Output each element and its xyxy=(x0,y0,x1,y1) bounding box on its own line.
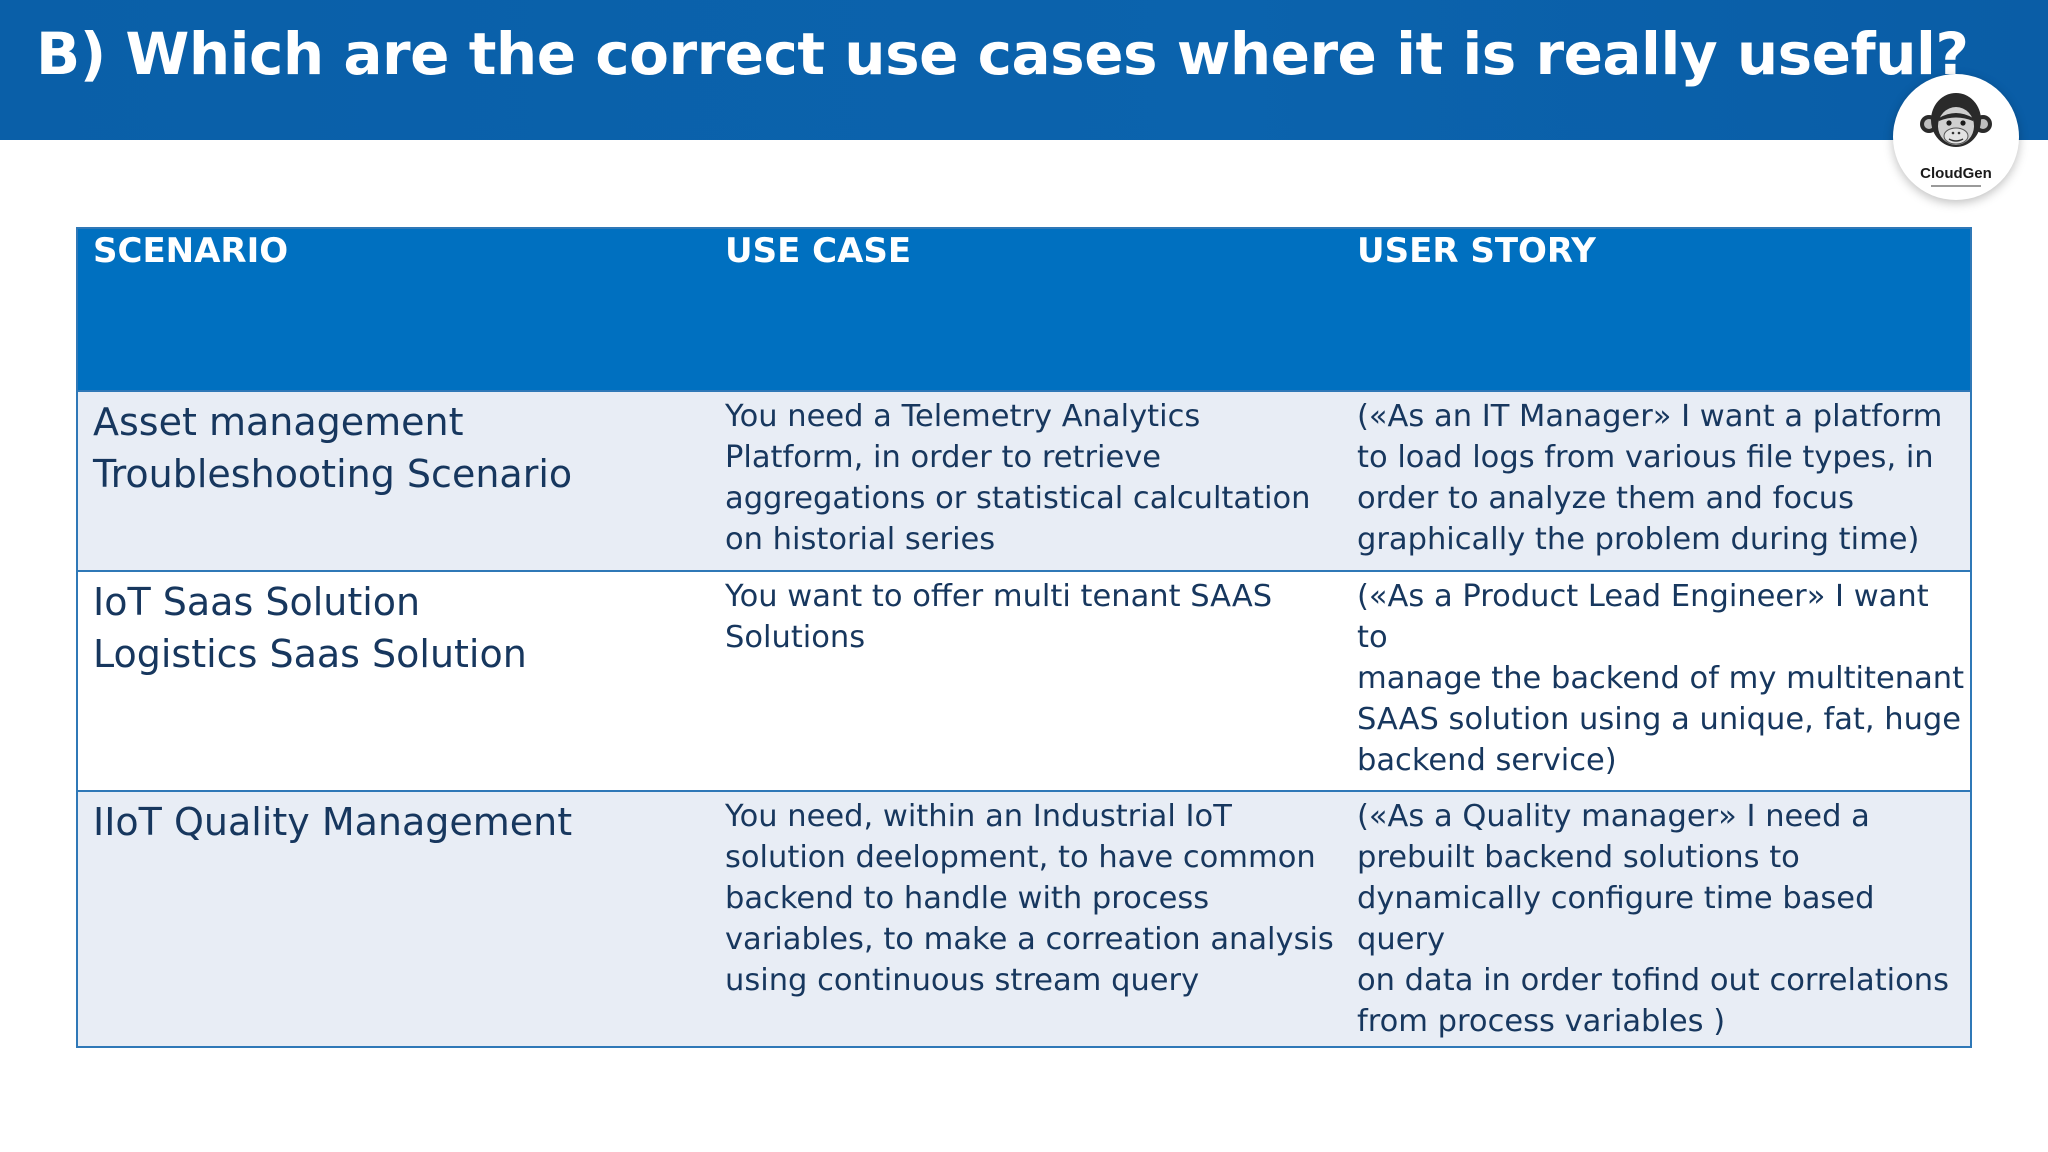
user-story-cell: («As a Quality manager» I need a prebuil… xyxy=(1357,799,1950,1039)
chimpanzee-icon xyxy=(1920,93,1992,187)
user-story-cell: («As an IT Manager» I want a platform to… xyxy=(1357,399,1943,557)
use-case-cell: You need, within an Industrial IoT solut… xyxy=(725,799,1334,998)
table-row: Asset management Troubleshooting Scenari… xyxy=(78,390,1970,570)
cloudgen-logo: CloudGen xyxy=(1893,74,2019,200)
table-header-row: SCENARIO USE CASE USER STORY xyxy=(78,229,1970,390)
use-case-cell: You need a Telemetry Analytics Platform,… xyxy=(725,399,1311,557)
header-scenario: SCENARIO xyxy=(93,231,289,271)
header-use-case: USE CASE xyxy=(725,231,912,271)
title-bar: B) Which are the correct use cases where… xyxy=(0,0,2048,140)
scenario-cell: IIoT Quality Management xyxy=(93,800,573,844)
table-row: IIoT Quality Management You need, within… xyxy=(78,790,1970,1046)
scenario-cell: Asset management Troubleshooting Scenari… xyxy=(93,400,573,496)
use-case-table: SCENARIO USE CASE USER STORY Asset manag… xyxy=(76,227,1972,1048)
user-story-cell: («As a Product Lead Engineer» I want to … xyxy=(1357,579,1965,778)
header-user-story: USER STORY xyxy=(1357,231,1596,271)
scenario-cell: IoT Saas Solution Logistics Saas Solutio… xyxy=(93,580,527,676)
use-case-cell: You want to offer multi tenant SAAS Solu… xyxy=(725,579,1273,655)
logo-text: CloudGen xyxy=(1920,165,1992,182)
table-row: IoT Saas Solution Logistics Saas Solutio… xyxy=(78,570,1970,790)
slide-title: B) Which are the correct use cases where… xyxy=(36,20,1969,88)
